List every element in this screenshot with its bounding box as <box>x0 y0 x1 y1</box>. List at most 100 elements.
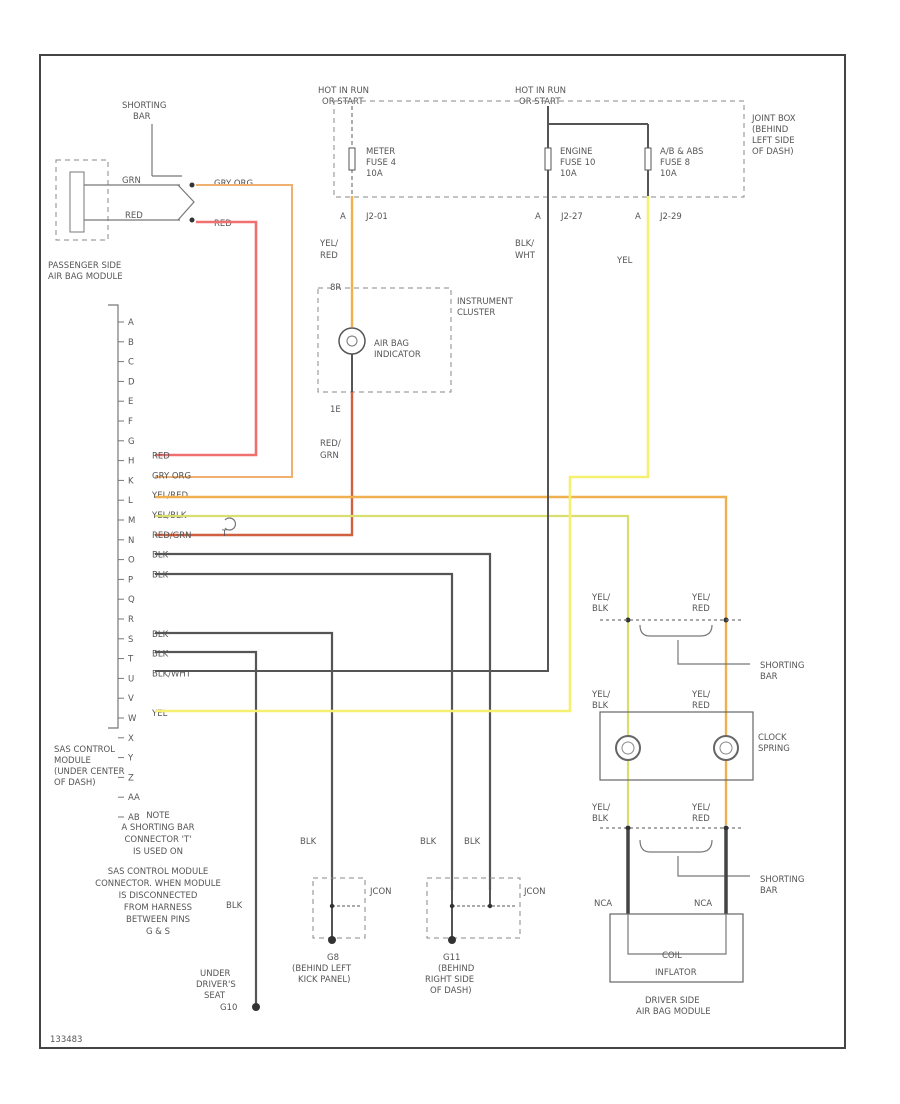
clock-spring-coil-right <box>713 735 739 761</box>
passenger-shorting-bar <box>177 184 195 221</box>
label-sdm-2: MODULE <box>54 756 91 766</box>
label-yel-red-3b: RED <box>692 814 710 824</box>
label-conn-a2: A <box>535 212 541 222</box>
label-driver-module-1: DRIVER SIDE <box>645 996 700 1006</box>
label-seat-2: DRIVER'S <box>196 980 236 990</box>
label-hot-in-run-1b: OR START <box>322 97 364 107</box>
label-yel-blk-3b: BLK <box>592 814 609 824</box>
sdm-pin-h: H <box>128 457 134 467</box>
label-nca-1: NCA <box>594 899 612 909</box>
sdm-pin-l: L <box>128 496 133 506</box>
label-jcon-2: JCON <box>523 887 546 897</box>
label-engine-fuse-1: ENGINE <box>560 147 593 157</box>
label-meter-fuse-3: 10A <box>366 169 383 179</box>
sdm-wire-label: RED/GRN <box>152 531 192 541</box>
label-junction-box-2: (BEHIND <box>752 125 789 135</box>
wire-blk-g11-a <box>155 552 492 890</box>
label-shorting-bar-mid-1: SHORTING <box>760 661 804 671</box>
label-shorting-bar-bot-1: SHORTING <box>760 875 804 885</box>
wire-yel-blk-sdm <box>155 514 630 825</box>
label-wire-blk-wht-2: WHT <box>515 251 536 261</box>
label-pin-1e: 1E <box>330 405 341 415</box>
label-junction-box-4: OF DASH) <box>752 147 794 157</box>
label-seat-3: SEAT <box>204 991 226 1001</box>
label-yel-red-2: YEL/ <box>691 690 710 700</box>
label-clock-spring-1: CLOCK <box>758 733 787 743</box>
label-wire-red-2: RED <box>214 219 232 229</box>
label-blk-g11-1: BLK <box>420 837 437 847</box>
label-yel-red-1b: RED <box>692 604 710 614</box>
label-wire-yel-red-1: YEL/ <box>319 239 338 249</box>
note-block: NOTE A SHORTING BAR CONNECTOR 'T' IS USE… <box>95 811 221 937</box>
sdm-pin-s: S <box>128 635 133 645</box>
label-abs-fuse-3: 10A <box>660 169 677 179</box>
label-sdm-3: (UNDER CENTER <box>54 767 125 777</box>
label-yel-blk-2: YEL/ <box>591 690 610 700</box>
driver-module-coil-frame <box>627 914 727 955</box>
note-line-8: FROM HARNESS <box>124 903 192 913</box>
label-passenger-module-2: AIR BAG MODULE <box>48 272 123 282</box>
label-inflator: INFLATOR <box>655 968 697 978</box>
passenger-module-outline <box>55 159 109 241</box>
driver-module-box <box>609 913 744 983</box>
sdm-pin-v: V <box>128 694 134 704</box>
label-g11-3: RIGHT SIDE <box>425 975 474 985</box>
wire-yel-sdm <box>155 196 650 713</box>
sdm-wire-label: YEL <box>151 709 168 719</box>
passenger-pin-2 <box>189 217 195 223</box>
shorting-bar-bot-leader <box>677 856 750 877</box>
label-g11-1: G11 <box>443 953 460 963</box>
label-wire-grn-1: GRN <box>122 176 141 186</box>
label-yel-red-1: YEL/ <box>691 593 710 603</box>
label-shorting-bar-mid-2: BAR <box>760 672 778 682</box>
passenger-pin-1 <box>189 182 195 188</box>
label-inst-cluster-1: INSTRUMENT <box>457 297 514 307</box>
wire-blk-g8 <box>155 631 334 880</box>
sdm-wire-label: BLK <box>152 570 169 580</box>
label-conn-a1: A <box>340 212 346 222</box>
label-seat-4: G10 <box>220 1003 237 1013</box>
label-yel-blk-1b: BLK <box>592 604 609 614</box>
label-shorting-bar-bot-2: BAR <box>760 886 778 896</box>
label-sdm-1: SAS CONTROL <box>54 745 115 755</box>
label-wire-blk-wht-1: BLK/ <box>515 239 534 249</box>
seat-ground-symbol <box>252 1003 260 1011</box>
label-nca-2: NCA <box>694 899 712 909</box>
sdm-pin-e: E <box>128 397 133 407</box>
g11-node-b <box>487 903 493 909</box>
sdm-shorting-bar-t <box>224 517 236 531</box>
sdm-pin-d: D <box>128 377 135 387</box>
sdm-wire-label: GRY ORG <box>152 471 191 481</box>
label-yel-red-2b: RED <box>692 701 710 711</box>
sdm-pin-b: B <box>128 338 134 348</box>
label-g11-2: (BEHIND <box>438 964 475 974</box>
instrument-cluster-outline <box>317 287 452 393</box>
wire-red-passenger <box>155 220 258 457</box>
sdm-pin-a: A <box>128 318 134 328</box>
shorting-bar-mid <box>639 624 713 637</box>
shorting-bar-bot <box>639 839 713 853</box>
sdm-wire-label: BLK <box>152 650 169 660</box>
label-jcon-1: JCON <box>369 887 392 897</box>
sdm-wire-label: BLK <box>152 551 169 561</box>
label-yel-blk-3: YEL/ <box>591 803 610 813</box>
sdm-pin-z: Z <box>128 773 134 783</box>
label-engine-fuse-3: 10A <box>560 169 577 179</box>
label-abs-fuse-1: A/B & ABS <box>660 147 703 157</box>
note-line-9: BETWEEN PINS <box>126 915 190 925</box>
label-sdm-4: OF DASH) <box>54 778 96 788</box>
g8-node <box>329 903 335 909</box>
label-g8-1: G8 <box>327 953 339 963</box>
passenger-module-body <box>69 171 85 233</box>
label-driver-module-2: AIR BAG MODULE <box>636 1007 711 1017</box>
sdm-pin-u: U <box>128 674 134 684</box>
label-conn-2829: J2-29 <box>659 212 682 222</box>
conn-pin-yel-blk-3 <box>625 825 631 831</box>
sdm-pin-k: K <box>128 476 134 486</box>
clock-spring-box <box>599 711 754 781</box>
engine-fuse-symbol <box>544 147 552 171</box>
label-pin-8r: 8R <box>330 283 341 293</box>
sdm-pin-q: Q <box>128 595 135 605</box>
sdm-wire-label: BLK/WHT <box>152 669 192 679</box>
